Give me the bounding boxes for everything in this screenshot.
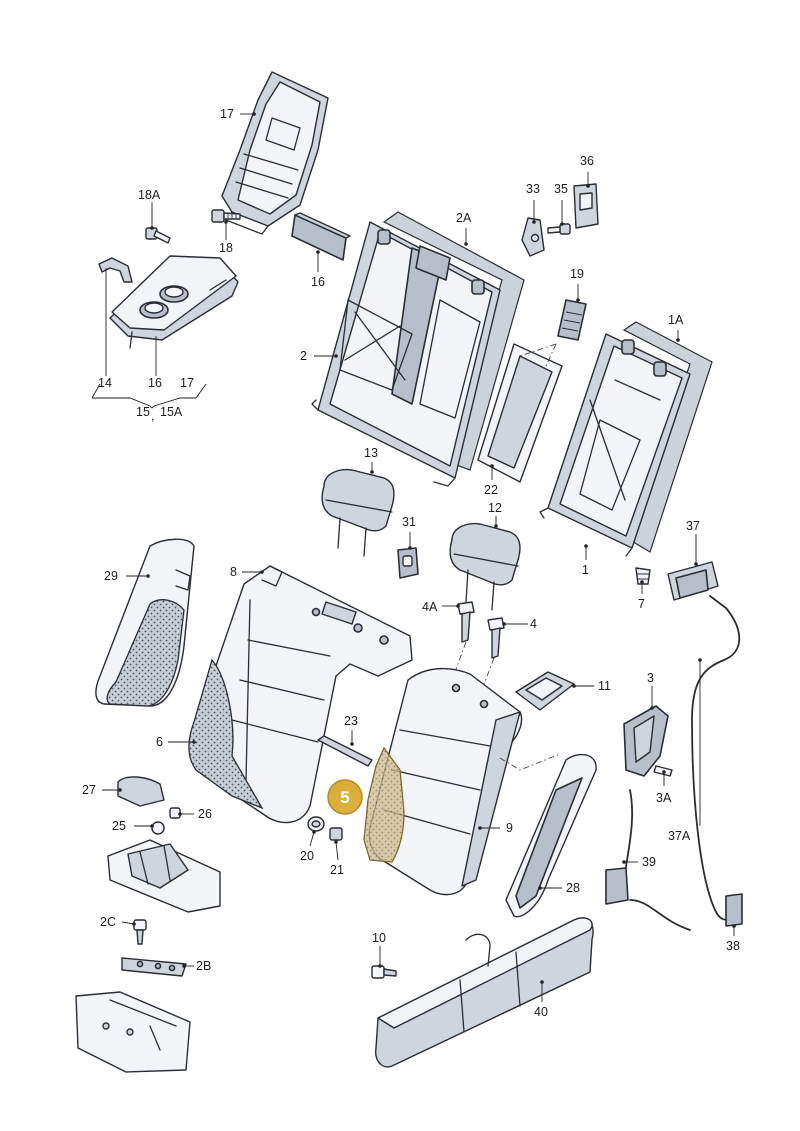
label-group-15A: 15A <box>160 405 183 419</box>
label-35: 35 <box>554 182 568 196</box>
label-comma: , <box>151 409 154 423</box>
part-10-screw <box>371 965 397 979</box>
label-group-17: 17 <box>180 376 194 390</box>
label-17: 17 <box>220 107 234 121</box>
part-25-clip <box>151 821 165 835</box>
highlight-badge[interactable]: 5 <box>327 779 363 815</box>
part-28-side-panel <box>505 753 597 918</box>
label-37A: 37A <box>668 829 691 843</box>
label-4: 4 <box>530 617 537 631</box>
part-40-ski-bag <box>375 917 594 1068</box>
label-29: 29 <box>104 569 118 583</box>
part-18A-screw <box>145 227 171 244</box>
label-2: 2 <box>300 349 307 363</box>
label-40: 40 <box>534 1005 548 1019</box>
part-26-screw <box>169 807 181 819</box>
part-21-screw <box>329 827 343 841</box>
label-23: 23 <box>344 714 358 728</box>
part-31-button <box>397 547 419 579</box>
part-2-backrest-frame <box>311 221 501 487</box>
label-22: 22 <box>484 483 498 497</box>
label-18A: 18A <box>138 188 161 202</box>
label-38: 38 <box>726 939 740 953</box>
label-2A: 2A <box>456 211 472 225</box>
part-18-screw <box>211 209 241 223</box>
part-1-backrest-frame <box>539 333 691 557</box>
label-13: 13 <box>364 446 378 460</box>
label-2C: 2C <box>100 915 116 929</box>
label-31: 31 <box>402 515 416 529</box>
label-39: 39 <box>642 855 656 869</box>
part-19-latch <box>557 299 587 341</box>
part-38-block <box>725 893 743 927</box>
floor-mount-bottom <box>75 991 191 1073</box>
label-18: 18 <box>219 241 233 255</box>
part-11-cover <box>515 671 575 711</box>
label-8: 8 <box>230 565 237 579</box>
part-6-backrest-cushion <box>188 565 413 824</box>
part-27-hinge-cover <box>117 776 165 807</box>
part-7-screw <box>635 567 651 585</box>
label-group-14: 14 <box>98 376 112 390</box>
label-group-16: 16 <box>148 376 162 390</box>
badge-label: 5 <box>340 788 349 807</box>
label-36: 36 <box>580 154 594 168</box>
leader-lines <box>102 112 736 1002</box>
label-4A: 4A <box>422 600 438 614</box>
part-35-screw <box>547 223 571 235</box>
part-23-strip <box>317 735 373 767</box>
part-16-cover <box>291 212 351 261</box>
part-9-backrest-cushion <box>368 667 523 896</box>
part-12-headrest <box>449 522 521 611</box>
label-28: 28 <box>566 881 580 895</box>
part-labels: 17 18A 18 16 14 16 17 15 , 15A 2A 2 33 3… <box>82 107 740 1019</box>
part-39-connector <box>605 867 629 905</box>
part-29-side-bolster <box>95 538 195 707</box>
part-13-headrest <box>321 468 395 557</box>
part-17-armrest-frame <box>221 71 329 235</box>
label-6: 6 <box>156 735 163 749</box>
label-10: 10 <box>372 931 386 945</box>
part-14-clip <box>98 257 133 283</box>
label-21: 21 <box>330 863 344 877</box>
part-36-plate <box>573 183 599 229</box>
label-16: 16 <box>311 275 325 289</box>
label-9: 9 <box>506 821 513 835</box>
label-33: 33 <box>526 182 540 196</box>
label-7: 7 <box>638 597 645 611</box>
part-4-guide <box>487 617 505 659</box>
label-25: 25 <box>112 819 126 833</box>
label-1A: 1A <box>668 313 684 327</box>
part-20-nut <box>307 816 325 832</box>
part-16-cupholder <box>109 255 239 349</box>
label-26: 26 <box>198 807 212 821</box>
part-4A-guide <box>457 601 475 643</box>
label-2B: 2B <box>196 959 211 973</box>
label-3A: 3A <box>656 791 672 805</box>
label-11: 11 <box>598 679 611 693</box>
label-20: 20 <box>300 849 314 863</box>
part-33-bracket <box>521 217 545 257</box>
label-12: 12 <box>488 501 502 515</box>
label-3: 3 <box>647 671 654 685</box>
part-2C-screw <box>133 919 147 945</box>
part-22-frame <box>477 343 563 483</box>
label-27: 27 <box>82 783 96 797</box>
part-2B-bracket <box>121 957 187 977</box>
label-1: 1 <box>582 563 589 577</box>
label-37: 37 <box>686 519 700 533</box>
part-37-module <box>667 561 719 601</box>
floor-mount-top <box>107 839 221 913</box>
label-19: 19 <box>570 267 584 281</box>
label-group-15: 15 <box>136 405 150 419</box>
part-3-bracket <box>623 705 669 777</box>
